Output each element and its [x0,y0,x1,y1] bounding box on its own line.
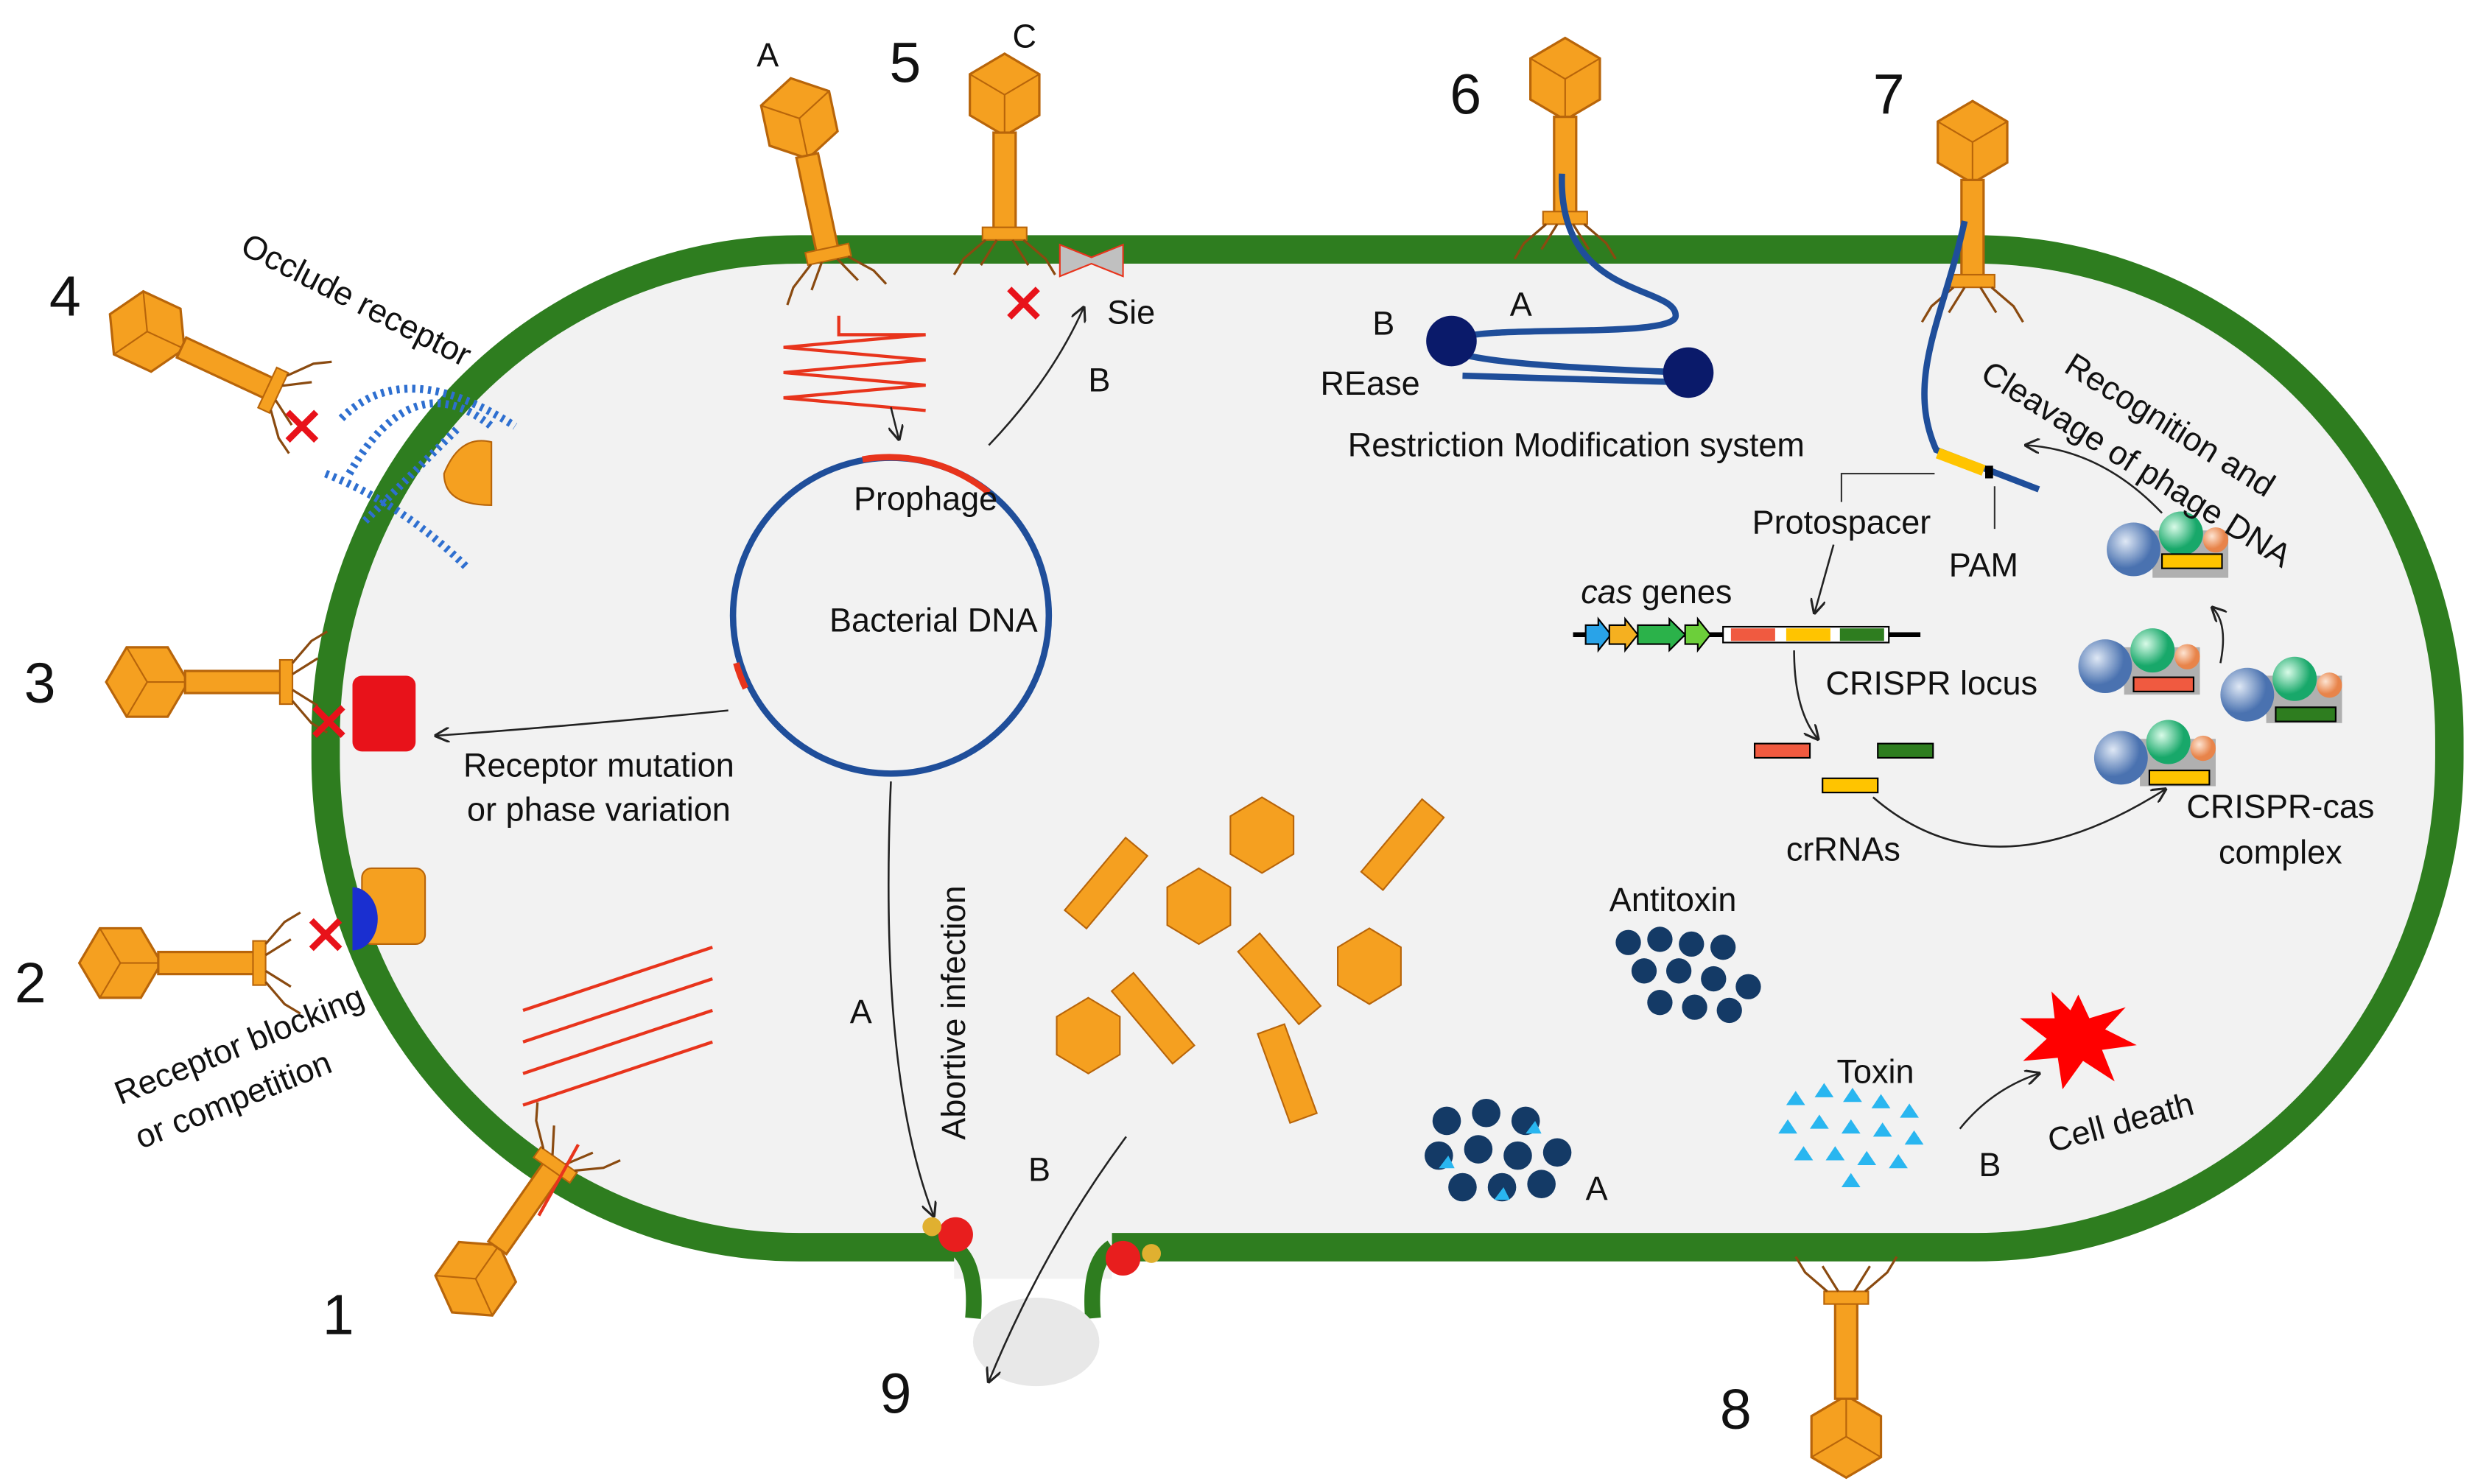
prophage-label: Prophage [854,479,997,517]
crispr-locus-label: CRISPR locus [1825,664,2037,702]
label-8: 8 [1720,1378,1752,1441]
arrow-complex-up [2213,608,2223,664]
crrnas-label: crRNAs [1786,830,1900,868]
spacer-yellow [1786,628,1830,641]
phage-4 [87,267,333,455]
leaked-content [972,1298,1100,1387]
label-6: 6 [1450,63,1481,126]
crrnas-set [1753,742,1934,794]
arrow-to-sie [988,308,1084,446]
label-9b: B [1028,1150,1050,1188]
phage-dna-6 [1444,173,1692,386]
lps-chains-icon [324,384,518,572]
cas-gene-4 [1684,616,1712,653]
label-2: 2 [15,952,46,1015]
crispr-cas-label-1: CRISPR-cas [2186,787,2374,825]
label-8a: A [1586,1170,1608,1207]
sie-label: Sie [1107,293,1155,331]
phage-progeny [1056,796,1445,1125]
cas-gene-1 [1584,616,1612,653]
release-protein-right [1106,1240,1141,1276]
receptor-4 [443,440,493,507]
abortive-infection-label: Abortive infection [935,885,972,1139]
phage-2 [78,911,302,1015]
mutated-receptor [352,675,416,752]
label-9a: A [850,993,872,1030]
antitoxin-cluster [1615,926,1761,1024]
crispr-locus [1573,616,1921,653]
label-6a: A [1510,286,1532,323]
antitoxin-label: Antitoxin [1609,881,1737,918]
injected-dna-1 [522,946,713,1217]
label-5a: A [756,36,779,74]
spacer-green [1839,628,1884,641]
label-7: 7 [1873,63,1905,126]
arrow-crrna-to-complex [1872,790,2166,848]
bacterial-cell [311,235,2464,1387]
rease-enzyme-a [1663,347,1714,398]
rease-label: REase [1321,365,1420,402]
x-mark-2 [312,921,340,949]
pam-label: PAM [1949,546,2018,583]
crispr-cas-label-2: complex [2219,834,2342,871]
sie-protein [1059,243,1124,278]
bacterial-dna-label: Bacterial DNA [829,601,1038,639]
label-5b: B [1088,362,1110,399]
arrow-to-receptor [436,709,729,736]
cell-death-burst-icon [2020,991,2137,1090]
label-5c: C [1013,17,1037,54]
arrow-locus-to-crrna [1793,650,1818,739]
arrow-to-prophage [891,407,899,439]
genes-text: genes [1632,573,1732,611]
receptor-mutation-label-2: or phase variation [467,791,731,829]
arrow-abortive [888,781,933,1215]
protospacer-label: Protospacer [1752,504,1931,541]
arrow-cell-death [1959,1074,2039,1130]
cell-opening [954,1215,1112,1279]
cas-gene-3 [1637,616,1687,653]
pam-mark [1985,465,1993,479]
arrow-protospacer-to-locus [1814,544,1835,613]
rm-system-label: Restriction Modification system [1348,426,1805,464]
phage-6 [1513,36,1618,261]
label-9: 9 [880,1362,911,1426]
arrow-exit [989,1136,1127,1381]
label-8b: B [1979,1146,2001,1184]
toxin-label: Toxin [1837,1053,1914,1091]
prophage-segment [862,454,991,496]
protospacer-mark [1936,448,1986,476]
label-6b: B [1372,304,1394,342]
label-5: 5 [889,31,921,94]
occlude-receptor-label: Occlude receptor [236,225,477,373]
cas-gene-2 [1608,616,1639,653]
blocking-protein [352,887,378,951]
label-1: 1 [323,1283,354,1346]
receptor-mutation-label-1: Receptor mutation [463,747,734,784]
spacer-red [1730,628,1775,641]
cas-genes-label: cas genes [1581,573,1732,611]
rease-enzyme-b [1426,315,1477,367]
phage-8 [1794,1255,1898,1480]
mutation-site [733,662,749,690]
label-4: 4 [49,265,81,328]
cas-italic: cas [1581,573,1632,611]
x-mark-4 [288,412,317,440]
label-3: 3 [24,652,56,715]
phage-3 [105,630,329,734]
arrow-cleavage [2026,446,2163,514]
toxin-antitoxin-complex [1425,1098,1572,1202]
injected-dna-5 [783,315,926,412]
release-protein-left [938,1217,973,1252]
phage-dna-7 [1921,220,2040,493]
